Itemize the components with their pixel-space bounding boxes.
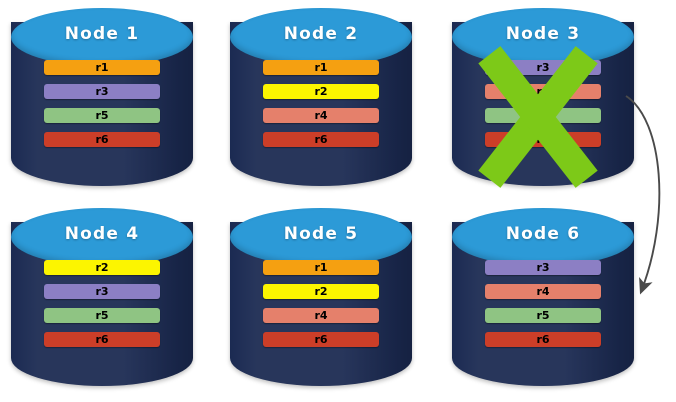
replica-bar[interactable]: r6 — [44, 332, 160, 347]
replica-bar[interactable]: r4 — [263, 308, 379, 323]
replica-bar[interactable]: r5 — [44, 308, 160, 323]
replica-bar[interactable]: r3 — [44, 284, 160, 299]
replica-bar[interactable]: r5 — [44, 108, 160, 123]
replica-bar[interactable]: r2 — [263, 84, 379, 99]
cylinder-top-ellipse — [11, 8, 193, 66]
node-title: Node 4 — [64, 224, 140, 244]
node-5[interactable]: Node 5 r1 r2 r4 r6 — [230, 208, 412, 386]
node-2[interactable]: Node 2 r1 r2 r4 r6 — [230, 8, 412, 186]
replica-bar[interactable]: r1 — [263, 260, 379, 275]
replica-bar[interactable]: r2 — [263, 284, 379, 299]
replica-bar[interactable]: r1 — [263, 60, 379, 75]
replica-bar-list: r3 r4 r5 r6 — [485, 60, 601, 147]
node-3[interactable]: Node 3 r3 r4 r5 r6 — [452, 8, 634, 188]
replica-bar[interactable]: r5 — [485, 308, 601, 323]
replica-bar[interactable]: r4 — [263, 108, 379, 123]
node-1[interactable]: Node 1 r1 r3 r5 r6 — [11, 8, 193, 186]
replica-bar[interactable]: r6 — [263, 132, 379, 147]
node-title: Node 1 — [64, 24, 140, 44]
replica-bar[interactable]: r4 — [485, 284, 601, 299]
replica-bar-list: r1 r2 r4 r6 — [263, 260, 379, 347]
replica-bar-list: r2 r3 r5 r6 — [44, 260, 160, 347]
replica-bar[interactable]: r6 — [485, 332, 601, 347]
replica-bar[interactable]: r3 — [485, 260, 601, 275]
replica-bar[interactable]: r4 — [485, 84, 601, 99]
replica-bar[interactable]: r1 — [44, 60, 160, 75]
replica-bar[interactable]: r3 — [485, 60, 601, 75]
replica-bar-list: r1 r3 r5 r6 — [44, 60, 160, 147]
replica-bar[interactable]: r6 — [485, 132, 601, 147]
cylinder-top-ellipse — [452, 208, 634, 266]
replica-bar-list: r1 r2 r4 r6 — [263, 60, 379, 147]
node-6[interactable]: Node 6 r3 r4 r5 r6 — [452, 208, 634, 386]
node-4[interactable]: Node 4 r2 r3 r5 r6 — [11, 208, 193, 386]
replica-bar[interactable]: r6 — [263, 332, 379, 347]
replica-bar[interactable]: r5 — [485, 108, 601, 123]
replica-bar[interactable]: r3 — [44, 84, 160, 99]
replica-bar[interactable]: r6 — [44, 132, 160, 147]
replica-bar[interactable]: r2 — [44, 260, 160, 275]
cylinder-top-ellipse — [11, 208, 193, 266]
cylinder-top-ellipse — [230, 8, 412, 66]
node-title: Node 5 — [283, 224, 359, 244]
cylinder-top-ellipse — [230, 208, 412, 266]
node-title: Node 2 — [283, 24, 359, 44]
replica-bar-list: r3 r4 r5 r6 — [485, 260, 601, 347]
node-title: Node 3 — [505, 24, 581, 44]
node-title: Node 6 — [505, 224, 581, 244]
